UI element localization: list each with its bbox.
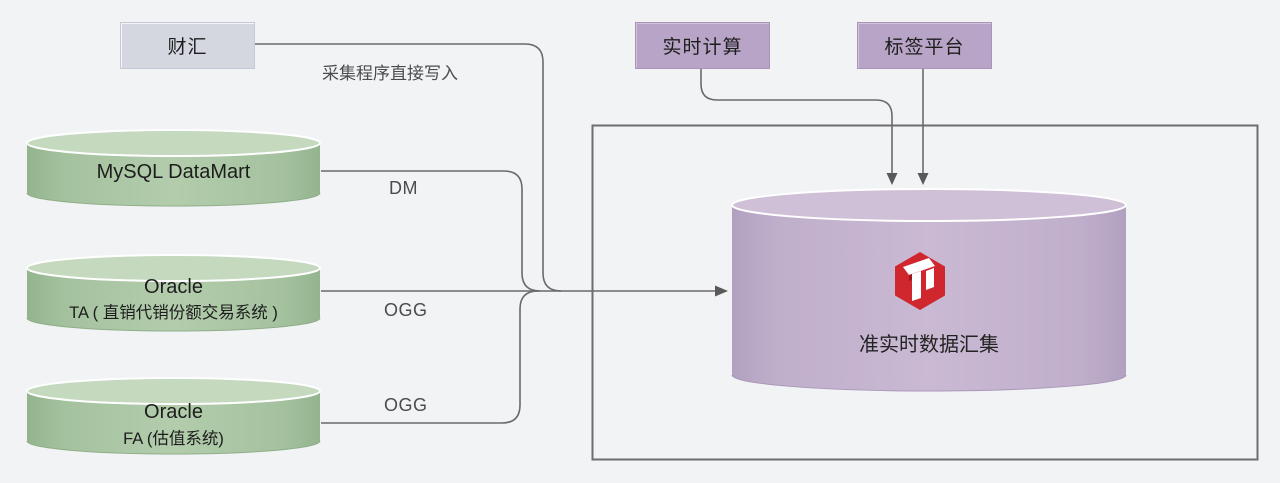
edge-label-ogg-ta: OGG [384,300,428,320]
cylinder-oracle-ta-title: Oracle [144,276,203,298]
arrowhead-tag-platform [917,173,929,185]
edge-oracle-fa-ogg [321,290,539,424]
edge-mysql-dm [321,170,541,292]
node-caihui-label: 财汇 [167,37,208,58]
cylinder-oracle-ta [26,254,321,332]
cylinder-body [27,268,320,331]
cylinder-body [27,391,320,454]
node-realtime-compute-label: 实时计算 [662,37,743,58]
cylinder-oracle-fa-subtitle: FA (估值系统) [123,430,224,448]
cylinder-oracle-fa [26,377,321,455]
tidb-t-bar [903,258,935,275]
cylinder-bottom-rim [26,317,321,332]
cylinder-top [26,254,321,282]
edge-label-caihui-write: 采集程序直接写入 [322,64,458,83]
tidb-t-stem [912,271,921,301]
arrowhead-into-tidb-left [715,285,728,297]
cylinder-mysql-label: MySQL DataMart [96,161,251,183]
edge-label-dm: DM [389,178,418,198]
connector-lines [253,43,924,424]
cylinder-bottom-rim [26,192,321,207]
edge-realtime-compute [700,67,893,175]
cylinder-oracle-ta-subtitle: TA ( 直销代销份额交易系统 ) [69,304,278,322]
cylinder-bottom-rim [26,440,321,455]
tidb-logo-icon [895,252,945,310]
cylinder-oracle-fa-title: Oracle [144,401,203,423]
node-tag-platform: 标签平台 [857,22,992,69]
aggregation-boundary-box [591,124,1259,461]
node-caihui: 财汇 [120,22,255,69]
edge-caihui-to-tidb [253,43,562,292]
cylinder-mysql-datamart [26,129,321,207]
cylinder-tidb-label: 准实时数据汇集 [859,334,999,356]
arrowheads [715,173,929,297]
cylinder-top [731,188,1127,222]
cylinder-top [26,129,321,157]
cylinder-top [26,377,321,405]
cylinder-body [27,143,320,206]
cylinder-bottom-rim [731,374,1127,392]
node-realtime-compute: 实时计算 [635,22,770,69]
node-tag-platform-label: 标签平台 [884,37,965,58]
edge-label-ogg-fa: OGG [384,395,428,415]
tidb-i-bar [926,268,934,290]
arrowhead-realtime-compute [886,173,898,185]
